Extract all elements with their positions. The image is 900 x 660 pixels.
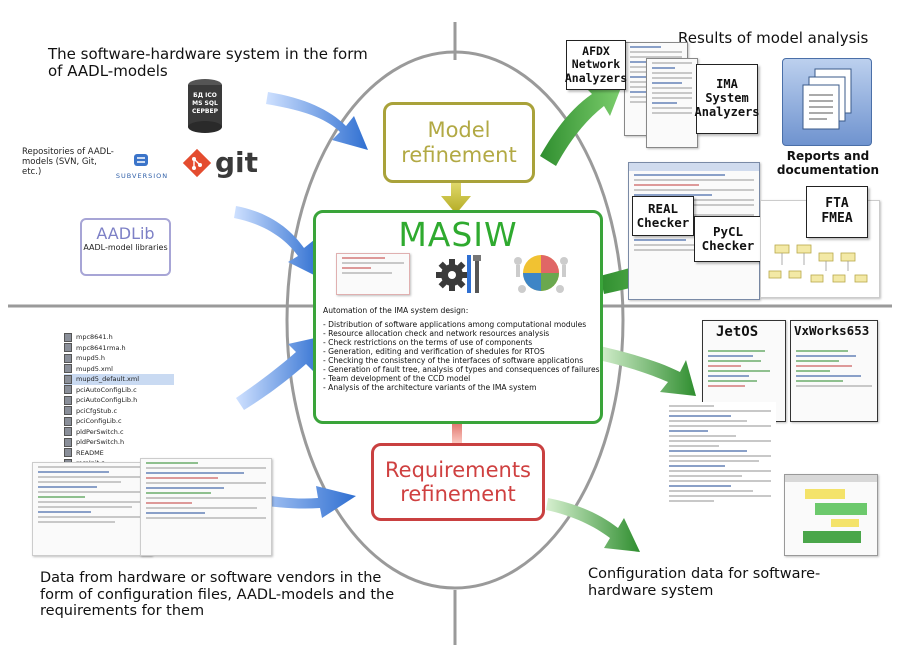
document-stack-icon [782,58,872,146]
ima-analyzers-box: IMA System Analyzers [695,64,760,134]
fta-fmea-box: FTA FMEA [806,186,868,238]
subversion-text: SUBVERSION [115,172,169,180]
masiw-feature: - Analysis of the architecture variants … [323,382,537,392]
database-line: MS SQL [192,99,218,107]
file-icon [64,395,72,405]
masiw-feature: - Generation, editing and verification o… [323,346,545,356]
masiw-screenshot-thumbnail [336,253,410,295]
analysis-report-thumbnail [646,58,698,148]
aadlib-subtitle: AADL-model libraries [83,243,168,252]
central-oval [285,50,625,590]
vxworks-label: VxWorks653 [794,323,870,338]
file-icon [64,406,72,416]
output-arrow [598,346,696,396]
tools-icon [462,253,484,297]
config-file-thumbnail [32,462,152,556]
model-refinement-label: Model refinement [401,118,517,167]
file-row: pldPerSwitch.h [64,437,174,448]
caption-vendor-data: Data from hardware or software vendors i… [40,570,395,620]
file-row: README [64,448,174,459]
requirements-refinement-box: Requirements refinement [371,443,545,521]
input-arrow [266,92,368,150]
input-arrow [234,206,320,278]
masiw-title: MASIW [398,215,518,254]
file-list: mpc8641.h mpc8641rma.h mupd5.h mupd5.xml… [64,332,174,469]
schedule-editor-thumbnail [784,474,878,556]
file-icon [64,353,72,363]
file-row: mpc8641rma.h [64,343,174,354]
file-icon [64,332,72,342]
config-file-thumbnail [140,458,272,556]
file-icon [64,448,72,458]
file-row: pciAutoConfigLib.h [64,395,174,406]
gear-icon [434,257,470,293]
file-row: pldPerSwitch.c [64,427,174,438]
real-checker-box: REAL Checker [632,196,694,236]
file-icon [64,437,72,447]
requirements-refinement-label: Requirements refinement [385,457,531,506]
subversion-logo: SUBVERSION [110,152,174,180]
input-arrow [230,486,356,518]
masiw-box: MASIW [313,210,603,424]
puzzle-icon [512,249,570,299]
file-row: mupd5_default.xml [64,374,174,385]
caption-aadl-models: The software-hardware system in the form… [48,45,368,81]
masiw-feature: - Distribution of software applications … [323,319,587,329]
pycl-checker-box: PyCL Checker [694,216,762,262]
masiw-feature: - Team development of the CCD model [323,373,471,383]
file-icon [64,374,72,384]
output-arrow [540,80,624,166]
masiw-feature: - Resource allocation check and network … [323,328,550,338]
repositories-label: Repositories of AADL-models (SVN, Git, e… [22,147,114,177]
file-row: pciAutoConfigLib.c [64,385,174,396]
config-code-thumbnail [664,402,776,552]
database-line: СЕРВЕР [192,107,218,115]
file-row: mupd5.xml [64,364,174,375]
masiw-feature: - Generation of fault tree, analysis of … [323,364,600,374]
database-line: БД ICO [193,92,217,99]
aadlib-box: AADLib AADL-model libraries [80,218,171,276]
jetos-label: JetOS [716,324,759,340]
aadlib-title: AADLib [96,224,155,243]
vxworks-code-thumbnail [790,320,878,422]
masiw-feature-list: Automation of the IMA system design: - D… [323,306,600,393]
file-icon [64,364,72,374]
file-icon [64,427,72,437]
afdx-analyzers-box: AFDX Network Analyzers [565,40,627,90]
git-logo: git [182,146,262,180]
file-row: mpc8641.h [64,332,174,343]
file-row: pciCfgStub.c [64,406,174,417]
database-icon: БД ICO MS SQL СЕРВЕР [186,78,224,134]
output-arrow [546,498,640,552]
reports-label: Reports and documentation [776,149,880,177]
refinement-arrow [441,176,471,214]
masiw-feature: - Check restrictions on the terms of use… [323,337,533,347]
masiw-intro: Automation of the IMA system design: [323,306,469,315]
input-arrow [236,336,324,410]
file-icon [64,416,72,426]
masiw-feature: - Checking the consistency of the interf… [323,355,584,365]
caption-configuration-data: Configuration data for software-hardware… [588,566,821,599]
file-row: mupd5.h [64,353,174,364]
file-icon [64,385,72,395]
git-text: git [215,146,259,179]
model-refinement-box: Model refinement [383,102,535,183]
file-icon [64,343,72,353]
file-row: pciConfigLib.c [64,416,174,427]
caption-results: Results of model analysis [678,29,869,47]
